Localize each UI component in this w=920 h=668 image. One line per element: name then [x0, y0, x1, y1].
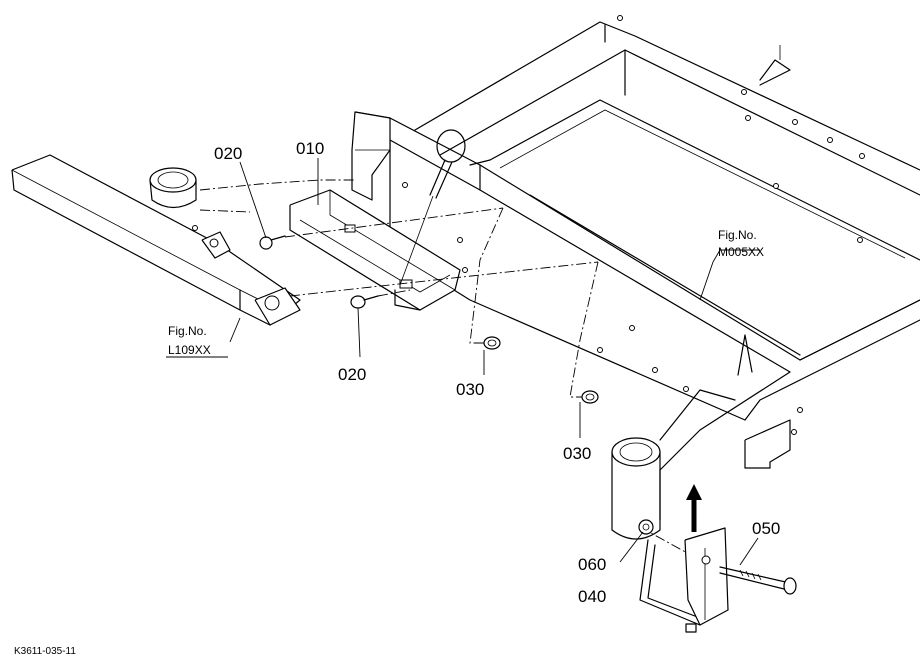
label-part-050: 050 [752, 519, 780, 538]
up-arrow-icon [686, 484, 702, 532]
label-part-030-right: 030 [563, 444, 591, 463]
label-part-060: 060 [578, 555, 606, 574]
left-arm [11, 154, 301, 326]
label-fig-left-number: L109XX [168, 343, 211, 357]
label-part-020-upper: 020 [214, 144, 242, 163]
assembly-lines [199, 179, 701, 561]
bolt-020-lower [350, 295, 379, 309]
main-frame [351, 15, 920, 521]
washer-060 [638, 519, 654, 535]
label-fig-right-number: M005XX [718, 245, 764, 259]
bracket-010 [289, 189, 461, 311]
label-part-030-left: 030 [456, 380, 484, 399]
leader-lines [229, 158, 760, 566]
nut-030-right [581, 390, 599, 404]
label-part-010: 010 [296, 139, 324, 158]
bracket-040 [639, 527, 729, 633]
lynch-pin [399, 129, 466, 286]
bolt-050 [719, 566, 797, 595]
pivot-tube [611, 389, 736, 540]
label-part-040: 040 [578, 587, 606, 606]
label-fig-left: Fig.No. [168, 324, 207, 338]
label-fig-right: Fig.No. [718, 228, 757, 242]
bolt-020-upper [259, 235, 286, 250]
nut-030-left [483, 336, 501, 350]
label-part-020-lower: 020 [338, 365, 366, 384]
drawing-code: K3611-035-11 [14, 646, 76, 657]
